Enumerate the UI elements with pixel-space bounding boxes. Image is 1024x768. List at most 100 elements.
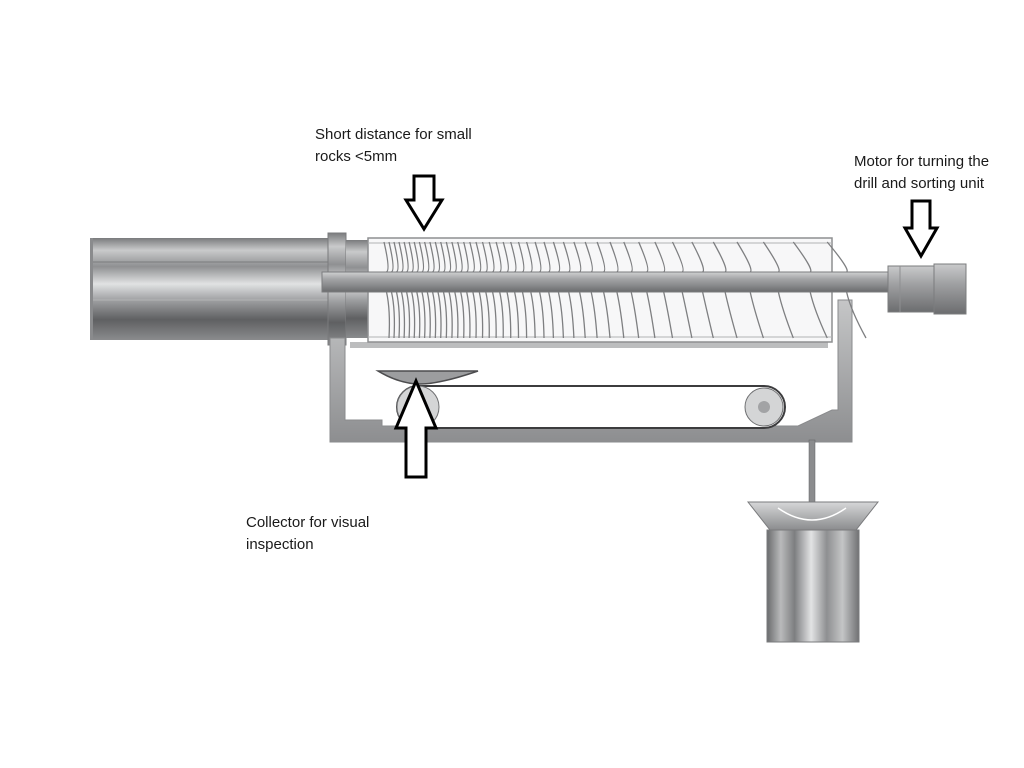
auger-coil [448,291,453,339]
auger-coil [573,241,582,273]
hollow-block-arrow-icon [393,377,439,479]
auger-coil [691,241,705,273]
auger-coil [423,241,430,273]
auger-coil [442,291,448,339]
auger-coil [388,241,394,273]
hollow-block-arrow-icon [902,199,940,260]
auger-coil [440,241,446,273]
hollow-block-arrow-icon [403,174,445,232]
auger-coil [390,291,396,339]
auger-coil [383,241,389,273]
auger-coil [681,291,693,339]
auger-coil [792,241,812,273]
auger-coil [466,291,471,339]
auger-coil [510,241,517,273]
annotation-line: drill and sorting unit [854,175,985,192]
auger-coil [429,241,435,273]
auger-coil [552,241,561,273]
annotation-short-distance: Short distance for small rocks <5mm [315,124,472,168]
auger-coil [416,291,421,339]
annotation-motor: Motor for turning the drill and sorting … [854,151,989,195]
auger-coil [405,291,411,339]
annotation-line: Collector for visual [246,514,370,531]
motor [887,263,967,315]
annotation-line: rocks <5mm [315,148,398,165]
auger-coil [475,241,482,273]
auger-coil [502,241,509,273]
auger-coil [418,241,425,273]
auger-coil [472,291,477,339]
auger-coil [736,241,752,273]
auger-coil [457,241,463,273]
auger-coil [506,291,512,339]
collection-cup [746,501,880,643]
auger-coil [451,241,457,273]
auger-coil [408,241,414,273]
auger-coil [521,291,528,339]
auger-coil [398,241,404,273]
annotation-collector: Collector for visual inspection [246,512,369,556]
drop-rod [808,439,816,509]
auger-coil [777,291,794,339]
auger-coil [654,241,666,273]
drill-barrel [90,238,335,340]
auger-coil [543,241,551,273]
auger-coil [454,291,459,339]
auger-coil [434,241,441,273]
auger-coil [712,241,727,273]
auger-coil [393,241,399,273]
auger-coil [460,291,465,339]
auger-coil [638,241,649,273]
annotation-line: Short distance for small [315,126,472,143]
auger-coil [590,291,598,339]
auger-coil [562,241,571,273]
auger-coil [623,241,633,273]
auger-coil [749,291,765,339]
auger-coil [413,241,419,273]
auger-spiral [383,241,867,339]
auger-coil [557,291,565,339]
auger-coil [403,241,409,273]
auger-coil [630,291,640,339]
auger-coil [596,241,606,273]
auger-coil [437,291,442,339]
auger-coil [499,291,504,339]
auger-coil [445,241,452,273]
auger-coil [663,291,674,339]
auger-coil [548,291,555,339]
annotation-line: Motor for turning the [854,153,990,170]
sorting-frame [329,299,853,443]
auger-coil [385,291,391,339]
auger-coil [495,241,502,273]
auger-coil [584,241,593,273]
collector-tray [375,370,479,385]
auger-coil [701,291,714,339]
auger-coil [395,291,401,339]
drive-shaft [321,271,895,293]
auger-coil [724,291,738,339]
auger-coil [578,291,586,339]
auger-coil [485,291,490,339]
annotation-line: inspection [246,536,314,553]
auger-coil [616,291,625,339]
conveyor-belt [396,385,786,429]
auger-coil [671,241,684,273]
auger-coil [845,291,867,339]
auger-coil [609,241,619,273]
auger-coil [426,291,431,339]
auger-coil [534,241,542,273]
auger-coil [513,291,520,339]
auger-coil [809,291,828,339]
auger-coil [646,291,656,339]
auger-coil [463,241,469,273]
auger-coil [400,291,406,339]
auger-coil [421,291,426,339]
auger-coil [762,241,780,273]
auger-coil [826,241,848,273]
auger-coil [602,291,611,339]
auger-coil [411,291,416,339]
auger-coil [478,291,484,339]
auger-coil [469,241,475,273]
auger-coil [525,241,533,273]
